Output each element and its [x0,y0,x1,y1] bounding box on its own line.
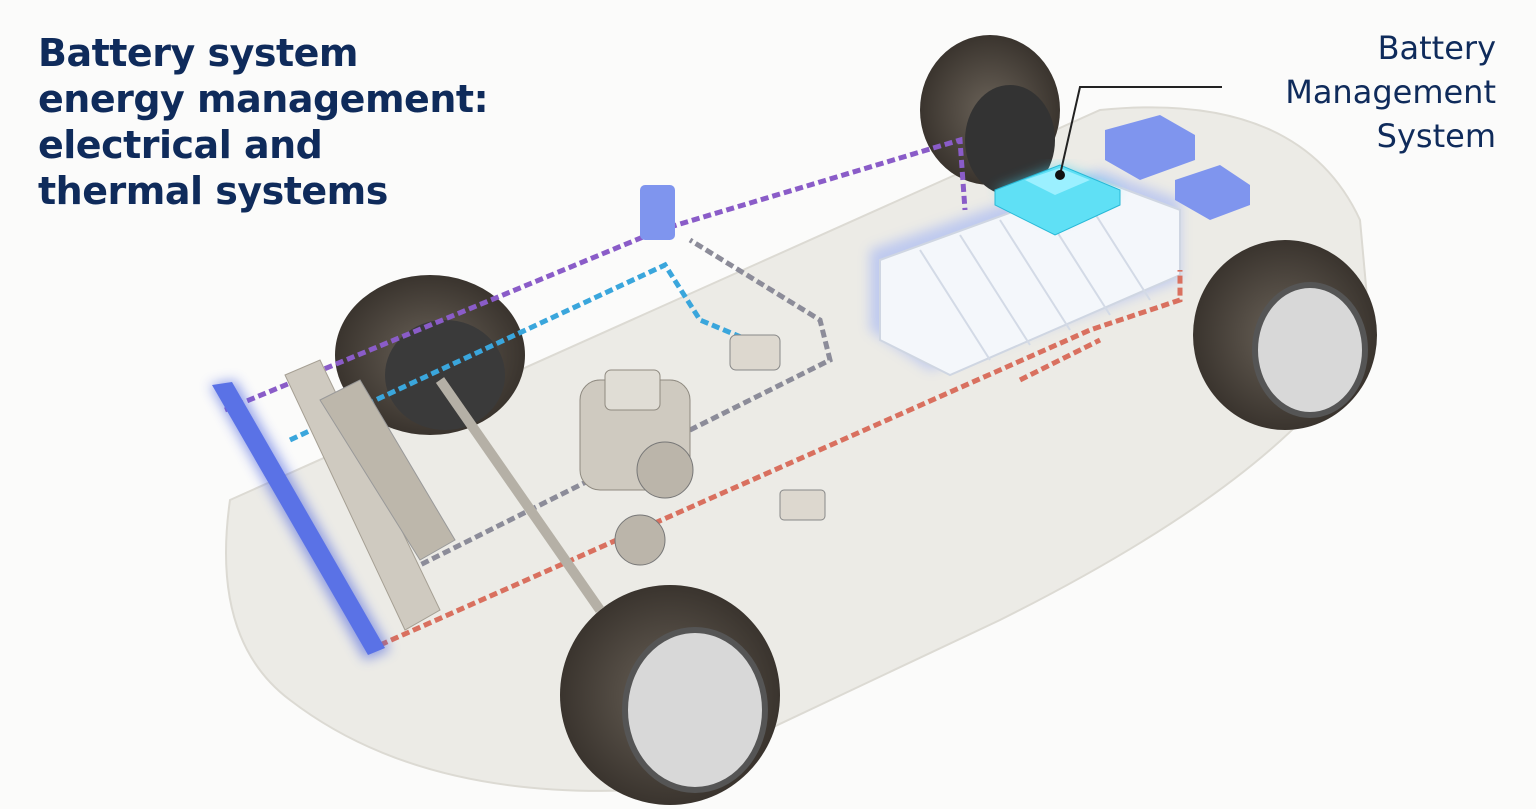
charging-port [779,489,826,521]
callout-line: Management [1285,73,1496,111]
title-line: energy management: [38,77,489,121]
heat-line [378,270,1183,648]
battery-management-system [994,164,1121,236]
battery-pack [870,170,1181,377]
drive-shaft [435,377,605,613]
wheel-front-right [560,585,780,805]
radiator [210,359,456,660]
wheel-rear-right [1193,240,1377,430]
callout-line: System [1376,117,1496,155]
electrical-line [224,136,968,413]
callout-leader-line [1059,86,1222,176]
title-line: electrical and [38,123,323,167]
title-line: Battery system [38,31,359,75]
callout-dot [1055,170,1065,180]
bms-callout-label: Battery Management System [1285,26,1496,158]
wheel-rear-left [920,35,1060,195]
callout-line: Battery [1377,29,1496,67]
title-line: thermal systems [38,169,388,213]
electric-motor [579,369,694,566]
auxiliary-modules [1105,115,1250,220]
coolant-line [288,261,761,443]
valve [640,185,675,240]
diagram-title: Battery system energy management: electr… [38,30,489,214]
pump [729,334,781,371]
